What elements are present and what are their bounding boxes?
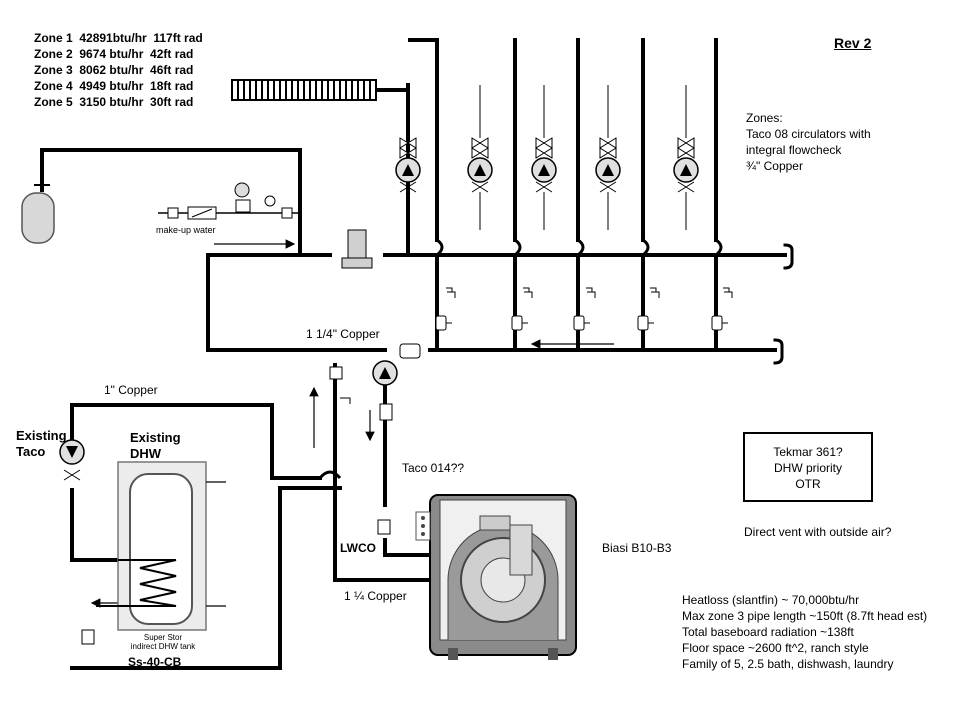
note-5: Family of 5, 2.5 bath, dishwash, laundry: [682, 657, 894, 671]
zone-3: Zone 3 8062 btu/hr 46ft rad: [34, 63, 194, 77]
boiler-label: Biasi B10-B3: [602, 541, 672, 555]
existing-taco-line2: Taco: [16, 444, 46, 459]
existing-dhw-line1: Existing: [130, 430, 181, 445]
ball-valve-icon: [435, 287, 733, 331]
zone-4: Zone 4 4949 btu/hr 18ft rad: [34, 79, 194, 93]
pressure-reducing-valve-icon: [341, 229, 373, 269]
revision-label: Rev 2: [834, 35, 872, 51]
makeup-water-assembly: [158, 182, 300, 220]
zones-info-line3: ¾" Copper: [746, 159, 803, 173]
zone-1: Zone 1 42891btu/hr 117ft rad: [34, 31, 203, 45]
dhw-tank-icon: [96, 461, 226, 631]
tank-model-label: Ss-40-CB: [128, 655, 182, 669]
existing-dhw-label: Existing DHW: [130, 430, 181, 462]
flow-arrows: [90, 239, 614, 608]
control-line3: OTR: [795, 477, 821, 491]
existing-taco-label: Existing Taco: [16, 428, 67, 460]
makeup-water-label: make-up water: [156, 225, 216, 235]
existing-dhw-line2: DHW: [130, 446, 162, 461]
existing-taco-line1: Existing: [16, 428, 67, 443]
zones-info-line2: integral flowcheck: [746, 143, 842, 157]
zone-5: Zone 5 3150 btu/hr 30ft rad: [34, 95, 194, 109]
boiler-icon: [415, 494, 577, 660]
notes-block: Heatloss (slantfin) ~ 70,000btu/hr Max z…: [682, 592, 927, 672]
direct-vent-label: Direct vent with outside air?: [744, 525, 892, 539]
tank-caption-line2: indirect DHW tank: [130, 642, 196, 651]
zone-risers-thin: [479, 85, 687, 230]
note-3: Total baseboard radiation ~138ft: [682, 625, 854, 639]
zones-info-line1: Taco 08 circulators with: [746, 127, 871, 141]
expansion-tank-icon: [21, 180, 55, 244]
copper-1-25b-label: 1 ¼ Copper: [344, 589, 407, 603]
taco-014-label: Taco 014??: [402, 461, 465, 475]
zone-circulator-3: [531, 137, 557, 193]
crossovers: [318, 238, 723, 480]
lwco-label: LWCO: [340, 541, 376, 555]
tank-caption-line1: Super Stor: [143, 633, 183, 642]
zones-info-heading: Zones:: [746, 111, 783, 125]
note-2: Max zone 3 pipe length ~150ft (8.7ft hea…: [682, 609, 928, 623]
copper-1-25-label: 1 1/4" Copper: [306, 327, 380, 341]
control-line2: DHW priority: [774, 461, 842, 475]
zone-circulator-5: [673, 137, 699, 193]
control-box: Tekmar 361? DHW priority OTR: [743, 432, 873, 502]
zone-circulator-4: [595, 137, 621, 193]
note-4: Floor space ~2600 ft^2, ranch style: [682, 641, 869, 655]
zone-list: Zone 1 42891btu/hr 117ft rad Zone 2 9674…: [34, 30, 203, 110]
zone-2: Zone 2 9674 btu/hr 42ft rad: [34, 47, 194, 61]
dhw-circulator-icon: [59, 439, 95, 645]
baseboard-radiator-icon: [231, 79, 377, 101]
note-1: Heatloss (slantfin) ~ 70,000btu/hr: [682, 593, 860, 607]
zones-info: Zones: Taco 08 circulators with integral…: [746, 110, 871, 174]
piping: [40, 38, 794, 670]
tank-caption: Super Stor indirect DHW tank: [126, 633, 200, 651]
zone-circulator-1: [395, 137, 421, 193]
copper-1-label: 1" Copper: [104, 383, 158, 397]
control-line1: Tekmar 361?: [773, 445, 843, 459]
boiler-circulator-icon: [329, 343, 421, 535]
zone-circulator-2: [467, 137, 493, 193]
